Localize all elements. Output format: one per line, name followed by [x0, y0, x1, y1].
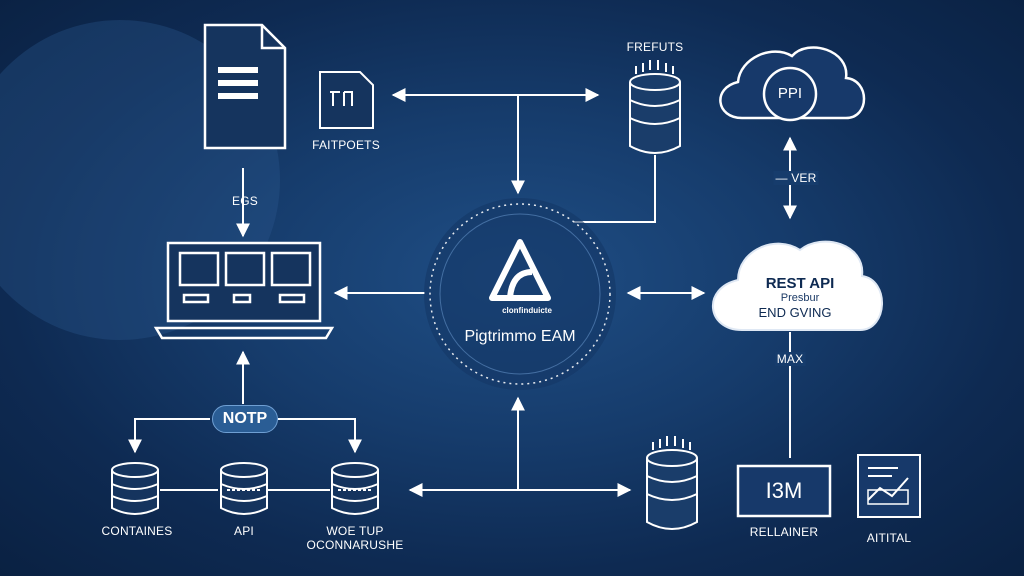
edge-pill-to-right-db [278, 418, 362, 454]
db3-label-line1: WOE TUP [326, 524, 384, 538]
hub [424, 198, 616, 390]
rest-api-main: END GVING [758, 305, 832, 320]
chart-icon [857, 454, 921, 518]
notp-pill: NOTP [212, 405, 278, 433]
edge-db-to-hub [574, 155, 656, 223]
small-document-icon [319, 71, 374, 129]
cloud-top-text: PPI [777, 85, 803, 102]
db-top-label: FREFUTS [626, 40, 684, 54]
link-label-max: MAX [774, 352, 806, 366]
i3m-box-text: I3M [765, 478, 803, 503]
hub-logo-icon [489, 239, 551, 301]
database-icon [646, 436, 698, 530]
database-icon [220, 462, 268, 515]
rest-api-subtitle: Presbur [780, 292, 820, 304]
edge-pill-to-left-db [128, 418, 210, 454]
small-doc-label: FAITPOETS [312, 138, 380, 152]
link-label-ver-text: VER [791, 171, 817, 185]
document-icon [203, 23, 287, 150]
box-label: RELLAINER [749, 525, 819, 539]
link-label-ver: — VER [773, 171, 819, 185]
db2-label: API [234, 524, 254, 538]
database-icon [331, 462, 379, 515]
doc-label: EGS [232, 194, 258, 208]
hub-name: Pigtrimmo EAM [464, 328, 576, 345]
cloud-icon [719, 46, 866, 122]
hub-subtitle: clonfinduicte [502, 306, 552, 315]
rest-api-cloud [711, 240, 883, 331]
database-icon [629, 60, 681, 154]
i3m-box [736, 464, 832, 518]
db3-label-line2: OCONNARUSHE [306, 538, 404, 552]
chart-label: AITITAL [866, 531, 912, 545]
database-icon [111, 462, 159, 515]
db1-label: CONTAINES [101, 524, 173, 538]
rest-api-title: REST API [765, 275, 835, 292]
laptop-icon [153, 241, 335, 340]
